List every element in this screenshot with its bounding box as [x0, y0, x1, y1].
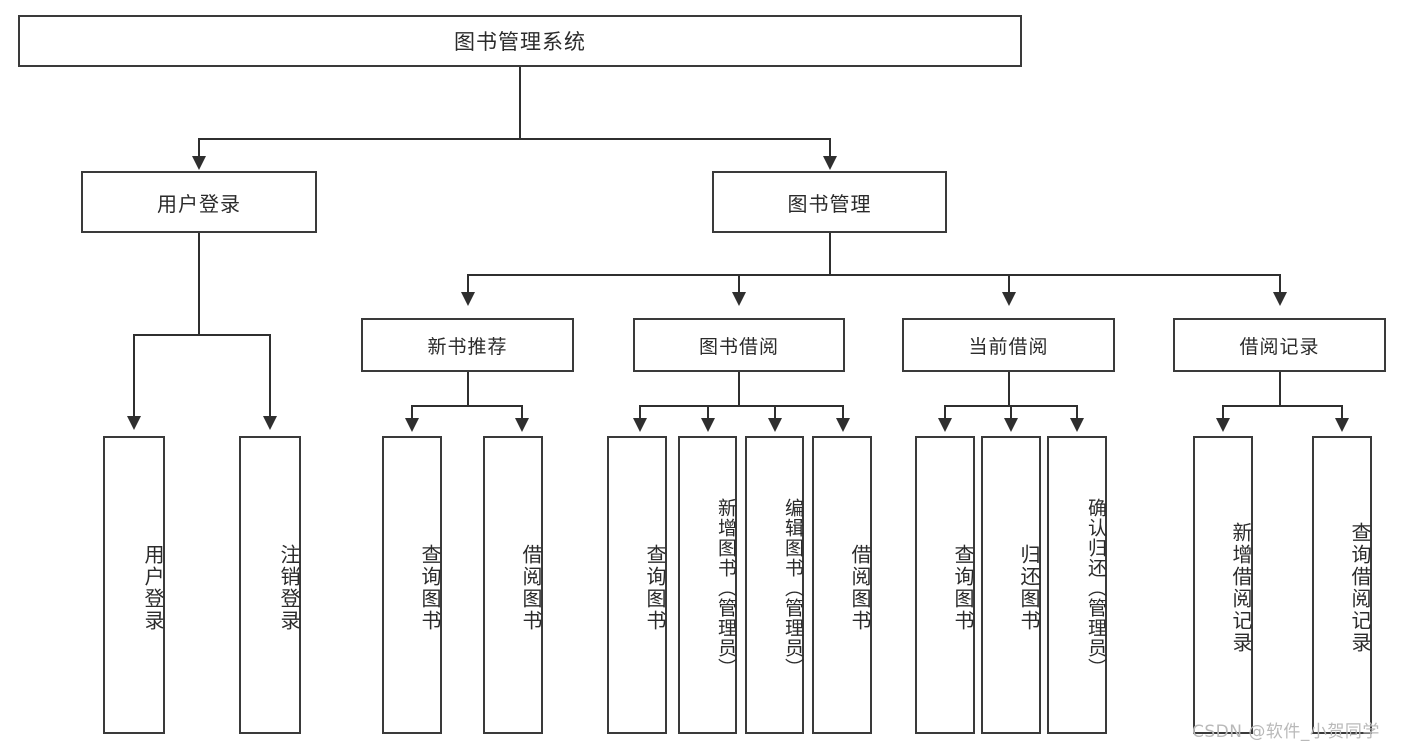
connector-leaf-query-book-1 [411, 405, 413, 421]
node-new-book-recommend[interactable]: 新书推荐 [361, 318, 574, 372]
connector-to-book-borrow [738, 274, 740, 296]
arrow-to-borrow-record [1273, 292, 1287, 306]
node-leaf-edit-book-admin[interactable]: 编辑图书（管理员） [745, 436, 804, 734]
connector-leaf-borrow-book-1 [521, 405, 523, 421]
node-user-login[interactable]: 用户登录 [81, 171, 317, 233]
csdn-watermark: CSDN @软件_小贺同学 [1192, 722, 1380, 742]
node-leaf-query-book-1[interactable]: 查询图书 [382, 436, 442, 734]
arrow-leaf-logout-login [263, 416, 277, 430]
arrow-to-user-login [192, 156, 206, 170]
arrow-leaf-query-book-1 [405, 418, 419, 432]
arrow-leaf-return-book [1004, 418, 1018, 432]
connector-borrow-record-stem [1279, 372, 1281, 406]
connector-leaf-edit-book-admin [774, 405, 776, 421]
connector-leaf-add-book-admin [707, 405, 709, 421]
arrow-leaf-add-borrow-record [1216, 418, 1230, 432]
node-leaf-return-book[interactable]: 归还图书 [981, 436, 1041, 734]
connector-leaf-query-borrow-record [1341, 405, 1343, 421]
connector-book-borrow-stem [738, 372, 740, 406]
arrow-leaf-borrow-book-2 [836, 418, 850, 432]
connector-to-book-management [829, 138, 831, 160]
node-leaf-add-borrow-record[interactable]: 新增借阅记录 [1193, 436, 1253, 734]
arrow-leaf-query-borrow-record [1335, 418, 1349, 432]
node-leaf-borrow-book-1[interactable]: 借阅图书 [483, 436, 543, 734]
arrow-leaf-query-book-2 [633, 418, 647, 432]
arrow-leaf-query-book-3 [938, 418, 952, 432]
connector-root-stem [519, 67, 521, 139]
connector-leaf-query-book-2 [639, 405, 641, 421]
arrow-leaf-borrow-book-1 [515, 418, 529, 432]
node-leaf-query-book-3[interactable]: 查询图书 [915, 436, 975, 734]
connector-root-bar [198, 138, 830, 140]
connector-leaf-logout-login [269, 334, 271, 419]
connector-borrow-record-bar [1222, 405, 1343, 407]
node-book-management[interactable]: 图书管理 [712, 171, 947, 233]
arrow-leaf-edit-book-admin [768, 418, 782, 432]
node-book-borrow[interactable]: 图书借阅 [633, 318, 845, 372]
connector-to-user-login [198, 138, 200, 160]
arrow-to-book-borrow [732, 292, 746, 306]
arrow-leaf-confirm-return-admin [1070, 418, 1084, 432]
connector-to-current-borrow [1008, 274, 1010, 296]
node-root-system[interactable]: 图书管理系统 [18, 15, 1022, 67]
connector-leaf-borrow-book-2 [842, 405, 844, 421]
connector-leaf-query-book-3 [944, 405, 946, 421]
connector-book-borrow-bar [639, 405, 843, 407]
node-leaf-confirm-return-admin[interactable]: 确认归还（管理员） [1047, 436, 1107, 734]
arrow-to-current-borrow [1002, 292, 1016, 306]
connector-new-book-recommend-stem [467, 372, 469, 406]
node-leaf-query-book-2[interactable]: 查询图书 [607, 436, 667, 734]
connector-book-management-stem [829, 233, 831, 275]
connector-to-new-book-recommend [467, 274, 469, 296]
connector-current-borrow-stem [1008, 372, 1010, 406]
node-borrow-record[interactable]: 借阅记录 [1173, 318, 1386, 372]
node-leaf-logout-login[interactable]: 注销登录 [239, 436, 301, 734]
connector-leaf-confirm-return-admin [1076, 405, 1078, 421]
node-leaf-add-book-admin[interactable]: 新增图书（管理员） [678, 436, 737, 734]
connector-to-borrow-record [1279, 274, 1281, 296]
arrow-to-book-management [823, 156, 837, 170]
arrow-leaf-user-login [127, 416, 141, 430]
connector-leaf-user-login [133, 334, 135, 419]
connector-user-login-stem [198, 233, 200, 335]
node-current-borrow[interactable]: 当前借阅 [902, 318, 1115, 372]
arrow-leaf-add-book-admin [701, 418, 715, 432]
connector-leaf-return-book [1010, 405, 1012, 421]
connector-new-book-recommend-bar [411, 405, 523, 407]
arrow-to-new-book-recommend [461, 292, 475, 306]
node-leaf-borrow-book-2[interactable]: 借阅图书 [812, 436, 872, 734]
connector-user-login-bar [133, 334, 270, 336]
node-leaf-user-login[interactable]: 用户登录 [103, 436, 165, 734]
node-leaf-query-borrow-record[interactable]: 查询借阅记录 [1312, 436, 1372, 734]
connector-leaf-add-borrow-record [1222, 405, 1224, 421]
connector-book-management-bar [467, 274, 1280, 276]
